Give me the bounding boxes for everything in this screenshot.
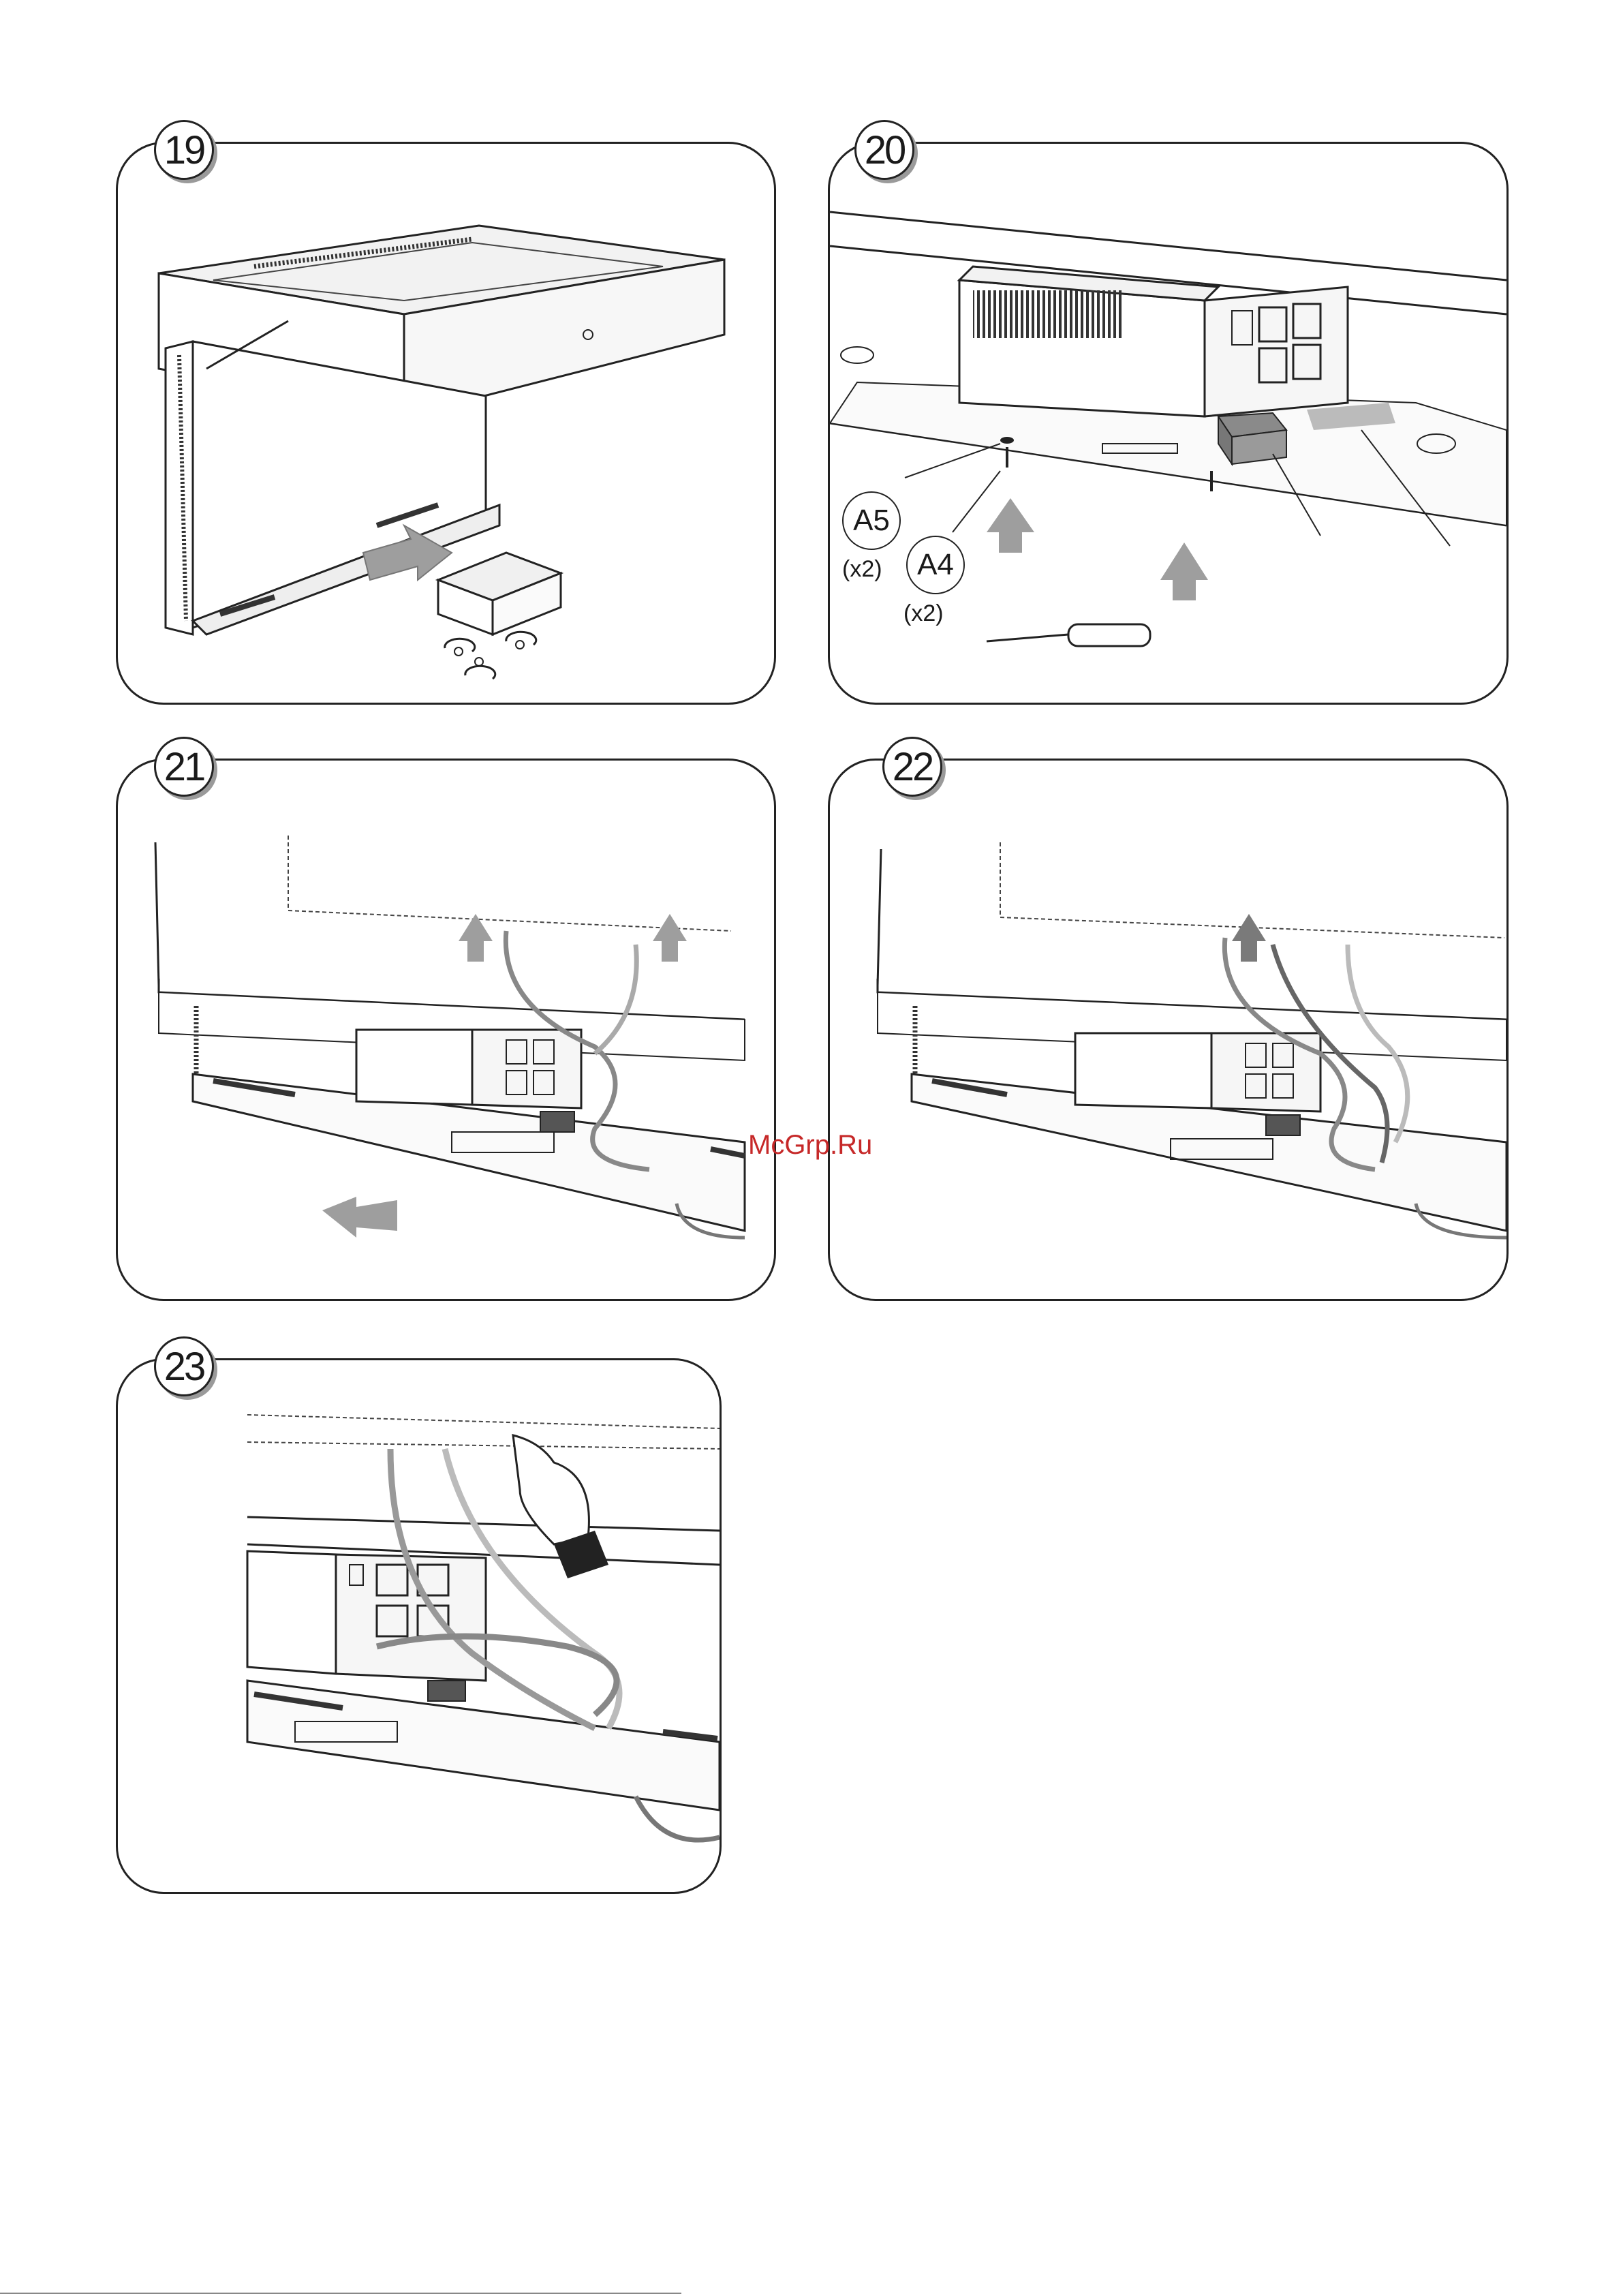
step-21-panel [116,759,776,1301]
step-21-illustration [118,761,774,1299]
callout-a5-qty: (x2) [842,556,882,583]
step-22-illustration [830,761,1506,1299]
step-19-panel [116,142,776,705]
step-number-23: 23 [154,1336,214,1396]
step-23-panel [116,1358,722,1894]
callout-a5: A5 [842,491,901,550]
page-footer-rule [0,2293,681,2294]
watermark: McGrp.Ru [748,1130,872,1161]
step-23-illustration [118,1360,720,1892]
callout-a4: A4 [906,536,965,594]
step-number-20: 20 [854,120,914,180]
step-number-21: 21 [154,737,214,797]
callout-a4-qty: (x2) [903,600,944,627]
step-number-19: 19 [154,120,214,180]
step-number-22: 22 [882,737,942,797]
step-20-panel: A5 (x2) A4 (x2) [828,142,1509,705]
step-19-illustration [118,144,774,703]
step-22-panel [828,759,1509,1301]
